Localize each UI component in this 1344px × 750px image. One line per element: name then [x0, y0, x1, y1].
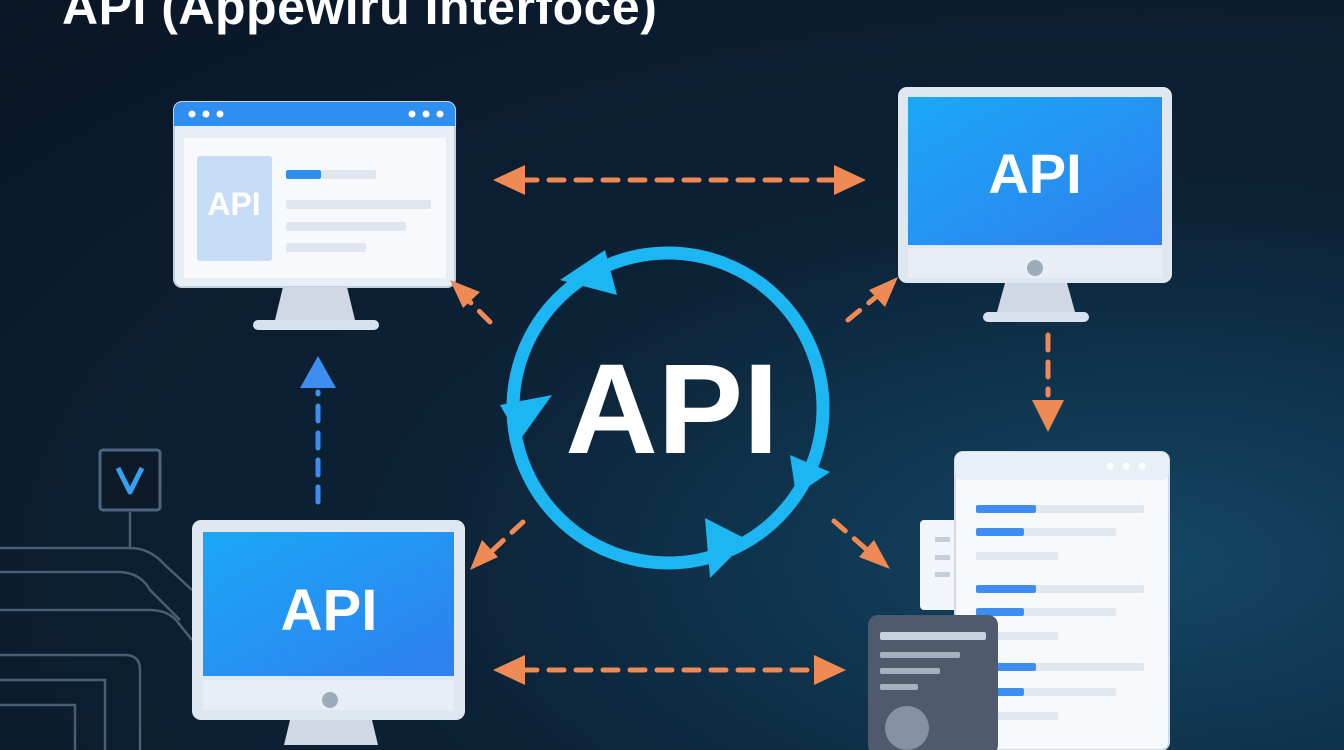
- window-dots-right: [408, 110, 444, 118]
- circuit-lines: [0, 512, 193, 750]
- center-api-label: API: [565, 338, 778, 481]
- monitor-bottom-left-api-label: API: [281, 578, 378, 643]
- monitor-top-right: API: [898, 87, 1172, 322]
- cycle-ring: API: [500, 246, 830, 578]
- chevron-down-icon: [115, 466, 145, 495]
- chevron-badge: [98, 448, 162, 512]
- monitor-top-right-api-label: API: [988, 142, 1081, 205]
- document-stack: [920, 451, 1170, 750]
- doc-window-dots: [1106, 462, 1146, 470]
- cycle-arrowheads: [500, 250, 830, 578]
- orange-arrowheads: [450, 165, 1064, 685]
- orange-arrows: [467, 177, 1051, 673]
- blue-arrow: [300, 356, 336, 505]
- mobile-device: [868, 615, 998, 750]
- browser-window: API: [173, 101, 456, 330]
- window-dots-left: [188, 110, 224, 118]
- page-title: API (Appewiru Interfoce): [62, 0, 658, 35]
- browser-api-label: API: [207, 186, 260, 222]
- monitor-bottom-left: API: [192, 520, 465, 745]
